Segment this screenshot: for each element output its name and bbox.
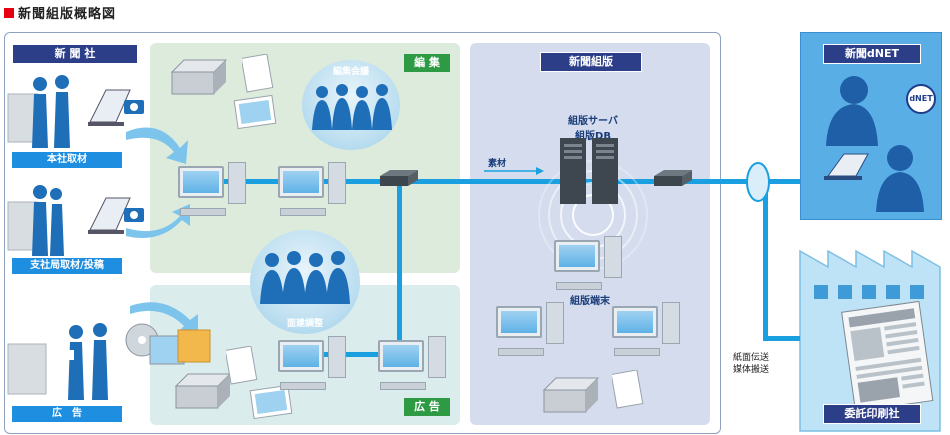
pc-tower-icon [604, 236, 622, 278]
photo-icon [249, 384, 293, 420]
document-icon [612, 370, 644, 409]
keyboard-icon [380, 382, 426, 390]
media-icon [125, 323, 211, 365]
pc-tower-icon [546, 302, 564, 344]
material-label: 素材 [488, 159, 507, 169]
network-line-printer-v [763, 184, 768, 340]
monitor-icon [178, 166, 224, 198]
dnet-label: 新聞dNET [823, 44, 921, 64]
head-office-label: 本社取材 [12, 152, 122, 168]
keyboard-icon [180, 208, 226, 216]
printer-icon [542, 377, 600, 413]
keyboard-icon [556, 282, 602, 290]
network-line-main [178, 179, 748, 184]
network-switch-icon [654, 170, 692, 186]
printer-label: 委託印刷社 [823, 404, 921, 424]
flow-arrows [126, 127, 190, 238]
meeting-people-icon [312, 84, 392, 130]
keyboard-icon [280, 382, 326, 390]
layout-terminal-label: 組版端末 [570, 296, 610, 307]
network-line-dnet [748, 179, 800, 184]
material-arrow-icon [484, 167, 544, 175]
branch-label: 支社局取材/投稿 [12, 258, 122, 274]
network-line-ad [300, 352, 402, 357]
branch-reporter-icon [7, 185, 144, 256]
ad-staff-icon [7, 323, 108, 400]
editorial-meeting-label: 編集会議 [332, 67, 369, 77]
advertising-zone-label: 広 告 [404, 398, 450, 416]
printer-icon [174, 373, 232, 409]
reporter-group-icon [7, 75, 144, 148]
server-icon [560, 138, 618, 204]
network-line-printer-h [763, 336, 800, 341]
dnet-users-icon [824, 76, 924, 212]
monitor-icon [278, 166, 324, 198]
photo-icon [233, 94, 277, 130]
printer-building [799, 249, 941, 432]
pc-tower-icon [328, 162, 346, 204]
dnet-logo: dNET [906, 84, 936, 114]
newspaper-company-label: 新 聞 社 [12, 44, 138, 64]
page-meeting-label: 面建調整 [286, 319, 323, 329]
monitor-icon [378, 340, 424, 372]
transfer-label: 紙面伝送 媒体搬送 [733, 353, 770, 375]
monitor-icon [278, 340, 324, 372]
meeting-people-icon [260, 251, 350, 304]
pc-tower-icon [328, 336, 346, 378]
printer-icon [170, 59, 228, 95]
pc-tower-icon [228, 162, 246, 204]
ad-material-arrow [130, 302, 198, 336]
layout-zone-label: 新聞組版 [540, 52, 642, 72]
editorial-label: 編 集 [404, 54, 450, 72]
gateway-ellipse-icon [746, 162, 770, 202]
pc-tower-icon [428, 336, 446, 378]
document-icon [226, 346, 258, 385]
monitor-icon [612, 306, 658, 338]
keyboard-icon [498, 348, 544, 356]
keyboard-icon [614, 348, 660, 356]
network-line-vertical [397, 184, 402, 354]
keyboard-icon [280, 208, 326, 216]
monitor-icon [496, 306, 542, 338]
network-switch-icon [380, 170, 418, 186]
pc-tower-icon [662, 302, 680, 344]
server-label: 組版サーバ 組版DB [568, 116, 618, 142]
title-marker [4, 7, 14, 18]
document-icon [242, 54, 274, 93]
page-title: 新聞組版概略図 [4, 3, 116, 22]
ad-label: 広 告 [12, 406, 122, 422]
monitor-icon [554, 240, 600, 272]
